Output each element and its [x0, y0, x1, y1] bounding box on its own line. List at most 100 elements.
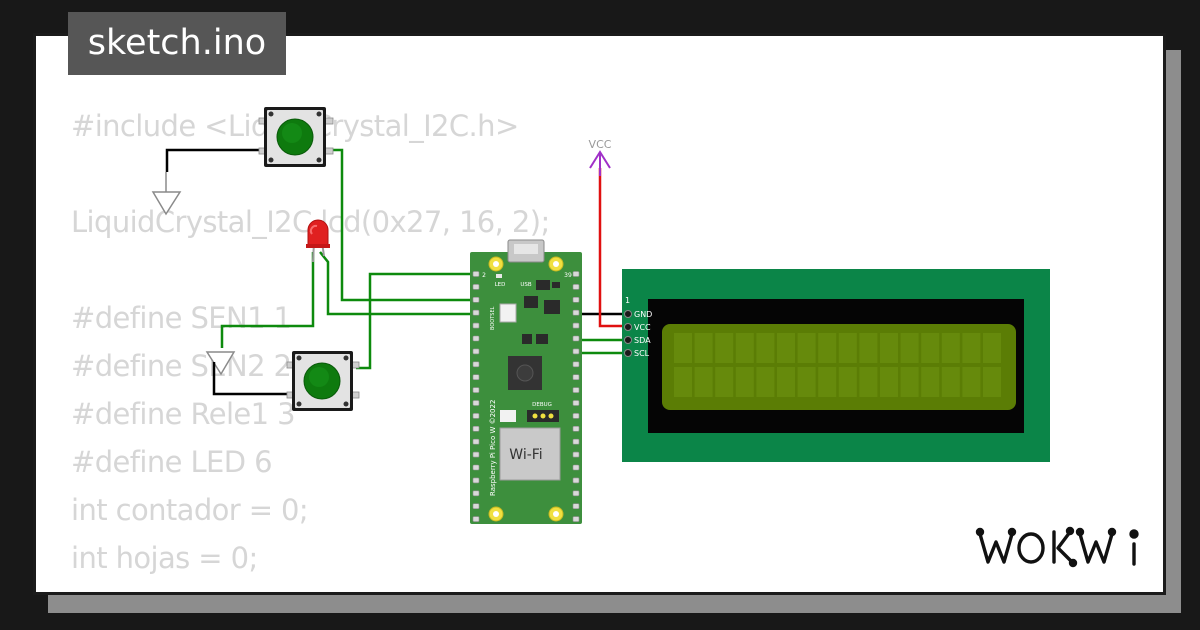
header-pin[interactable] [572, 374, 580, 380]
lcd-cell [715, 367, 734, 397]
header-pin[interactable] [472, 413, 480, 419]
ground-symbol-2-icon [205, 351, 236, 376]
wire-black-button1-gnd[interactable] [165, 148, 264, 172]
lcd-cell [962, 333, 981, 363]
lcd-cell [797, 333, 816, 363]
header-pin[interactable] [572, 451, 580, 458]
pin-39-label: 39 [564, 272, 572, 279]
header-pin[interactable] [572, 438, 580, 445]
header-pin[interactable] [472, 335, 480, 342]
header-pin[interactable] [572, 348, 580, 355]
code-line: int contador = 0; [71, 493, 309, 527]
lcd-character-cells [674, 333, 1001, 397]
header-pin[interactable] [472, 322, 480, 329]
header-pin[interactable] [472, 361, 480, 368]
header-pin[interactable] [472, 516, 480, 522]
usb-label: USB [520, 282, 532, 288]
header-pin[interactable] [572, 322, 580, 329]
ground-symbol-1-icon [151, 172, 182, 216]
lcd-cell [921, 367, 940, 397]
lcd-pins [624, 310, 632, 357]
red-led[interactable] [306, 219, 330, 263]
code-line: int hojas = 0; [71, 541, 258, 575]
lcd-cell [674, 367, 692, 397]
header-pin[interactable] [472, 426, 480, 432]
header-pin[interactable] [472, 477, 480, 484]
header-pin[interactable] [572, 309, 580, 316]
lcd-cell [735, 367, 754, 397]
lcd-cell [900, 367, 919, 397]
header-pin[interactable] [572, 284, 580, 290]
wire-green-led-gnd[interactable] [220, 252, 315, 348]
header-pin[interactable] [572, 387, 580, 393]
header-pin[interactable] [572, 361, 580, 368]
wokwi-logo [975, 526, 1139, 568]
lcd-cell [859, 367, 878, 397]
header-pin[interactable] [472, 451, 480, 458]
bootsel-button[interactable] [499, 303, 517, 323]
header-pin[interactable] [572, 464, 580, 471]
header-pin[interactable] [572, 400, 580, 406]
debug-label: DEBUG [532, 402, 552, 408]
header-pin[interactable] [572, 477, 580, 484]
lcd-cell [777, 367, 795, 397]
lcd-16x2[interactable]: 1 GND VCC SDA SCL [622, 269, 1050, 462]
wire-green-button1-pico[interactable] [328, 148, 478, 302]
lcd-cell [694, 367, 713, 397]
header-pin[interactable] [472, 490, 480, 497]
lcd-pin-gnd-label: GND [634, 310, 652, 319]
vcc-symbol-icon: VCC [589, 138, 612, 176]
header-pin[interactable] [572, 413, 580, 419]
code-line: #define SEN1 1 [71, 301, 292, 335]
lcd-cell [983, 367, 1001, 397]
vcc-label: VCC [589, 138, 612, 151]
lcd-cell [880, 333, 898, 363]
pico-w-board[interactable]: USB LED 2 39 BOOTSEL DEBUG Wi-Fi Raspber… [470, 239, 582, 524]
header-pin[interactable] [472, 271, 480, 277]
wire-black-button2-gnd[interactable] [212, 362, 292, 396]
lcd-cell [962, 367, 981, 397]
wire-red-vcc-lcd[interactable] [598, 168, 628, 328]
led-label: LED [495, 282, 506, 288]
header-pin[interactable] [572, 426, 580, 432]
header-pin[interactable] [472, 296, 480, 303]
header-pin[interactable] [572, 335, 580, 342]
lcd-cell [818, 367, 837, 397]
wire-green-button2-pico[interactable] [356, 272, 478, 370]
lcd-cell [983, 333, 1001, 363]
wire-green-led-pico[interactable] [319, 251, 478, 316]
lcd-cell [797, 367, 816, 397]
lcd-cell [838, 367, 857, 397]
header-pin[interactable] [572, 296, 580, 303]
code-line: #define LED 6 [71, 445, 273, 479]
lcd-cell [756, 333, 775, 363]
lcd-cell [715, 333, 734, 363]
lcd-cell [818, 333, 837, 363]
lcd-cell [838, 333, 857, 363]
header-pin[interactable] [572, 490, 580, 497]
lcd-cell [941, 367, 960, 397]
lcd-cell [900, 333, 919, 363]
header-pin[interactable] [472, 309, 480, 316]
header-pin[interactable] [472, 374, 480, 380]
header-pin[interactable] [472, 387, 480, 393]
header-pin[interactable] [472, 284, 480, 290]
header-pin[interactable] [472, 503, 480, 509]
code-line: #define Rele1 3 [71, 397, 296, 431]
pushbutton-2[interactable] [286, 351, 360, 411]
pin-2-label: 2 [482, 272, 486, 279]
lcd-cell [921, 333, 940, 363]
header-pin[interactable] [472, 400, 480, 406]
header-pin[interactable] [472, 438, 480, 445]
lcd-pin1-label: 1 [625, 296, 630, 305]
bootsel-label: BOOTSEL [490, 306, 496, 330]
lcd-pin-sda-label: SDA [634, 336, 651, 345]
header-pin[interactable] [472, 464, 480, 471]
header-pin[interactable] [572, 503, 580, 509]
header-pin[interactable] [572, 271, 580, 277]
header-pin[interactable] [572, 516, 580, 522]
pushbutton-1[interactable] [258, 107, 334, 167]
header-pin[interactable] [472, 348, 480, 355]
lcd-cell [674, 333, 692, 363]
lcd-cell [941, 333, 960, 363]
